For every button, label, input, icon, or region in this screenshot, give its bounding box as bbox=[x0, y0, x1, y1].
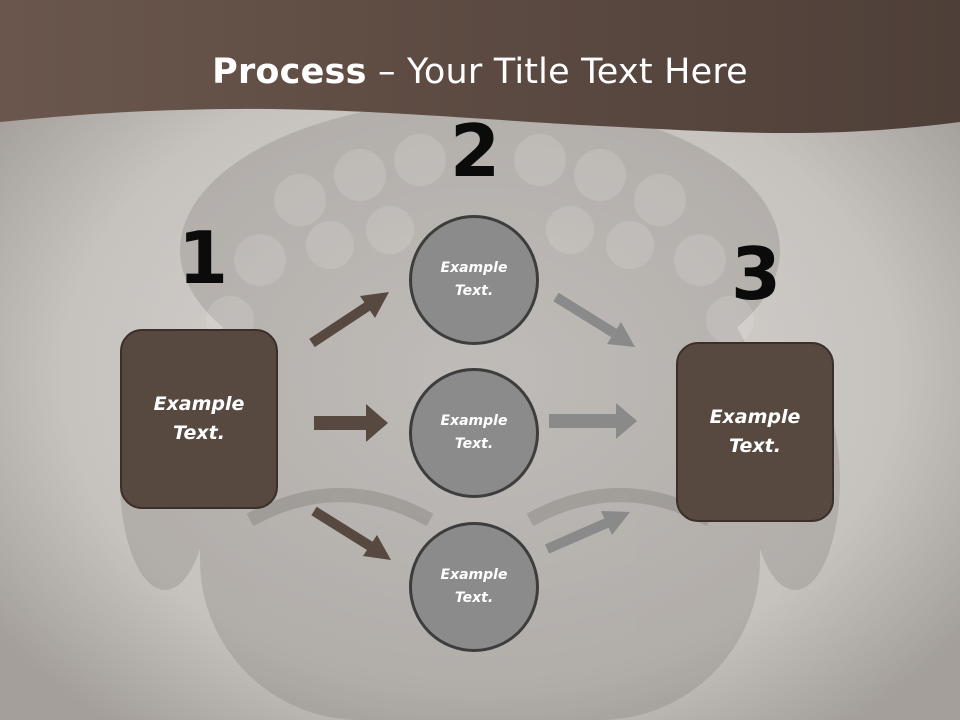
circle-bottom-line1: Example bbox=[440, 567, 508, 583]
hair-curls bbox=[206, 134, 754, 344]
arrow-1-to-top bbox=[309, 292, 389, 348]
step-1-text-line1: Example bbox=[153, 393, 245, 415]
circle-top-line1: Example bbox=[440, 260, 508, 276]
circle-bottom: Example Text. bbox=[409, 522, 539, 652]
header-band bbox=[0, 0, 960, 134]
arrow-1-to-middle bbox=[314, 404, 388, 442]
step-3-text-line1: Example bbox=[709, 406, 801, 428]
step-number-1: 1 bbox=[178, 216, 229, 300]
circle-middle-line1: Example bbox=[440, 413, 508, 429]
title-rest: – Your Title Text Here bbox=[366, 52, 748, 92]
title-bold: Process bbox=[212, 52, 367, 92]
arrow-bottom-to-3 bbox=[545, 511, 630, 554]
step-3-box: Example Text. bbox=[676, 342, 834, 522]
step-number-3: 3 bbox=[731, 232, 782, 316]
slide-title: Process – Your Title Text Here bbox=[0, 52, 960, 92]
circle-top: Example Text. bbox=[409, 215, 539, 345]
step-number-2: 2 bbox=[450, 109, 501, 193]
circle-middle: Example Text. bbox=[409, 368, 539, 498]
arrow-middle-to-3 bbox=[549, 403, 637, 439]
arrow-1-to-bottom bbox=[311, 506, 391, 560]
circle-bottom-line2: Text. bbox=[454, 590, 494, 606]
step-1-text-line2: Text. bbox=[173, 422, 225, 444]
step-3-text-line2: Text. bbox=[729, 435, 781, 457]
circle-top-line2: Text. bbox=[454, 283, 494, 299]
circle-middle-line2: Text. bbox=[454, 436, 494, 452]
step-1-box: Example Text. bbox=[120, 329, 278, 509]
arrow-top-to-3 bbox=[553, 292, 635, 347]
